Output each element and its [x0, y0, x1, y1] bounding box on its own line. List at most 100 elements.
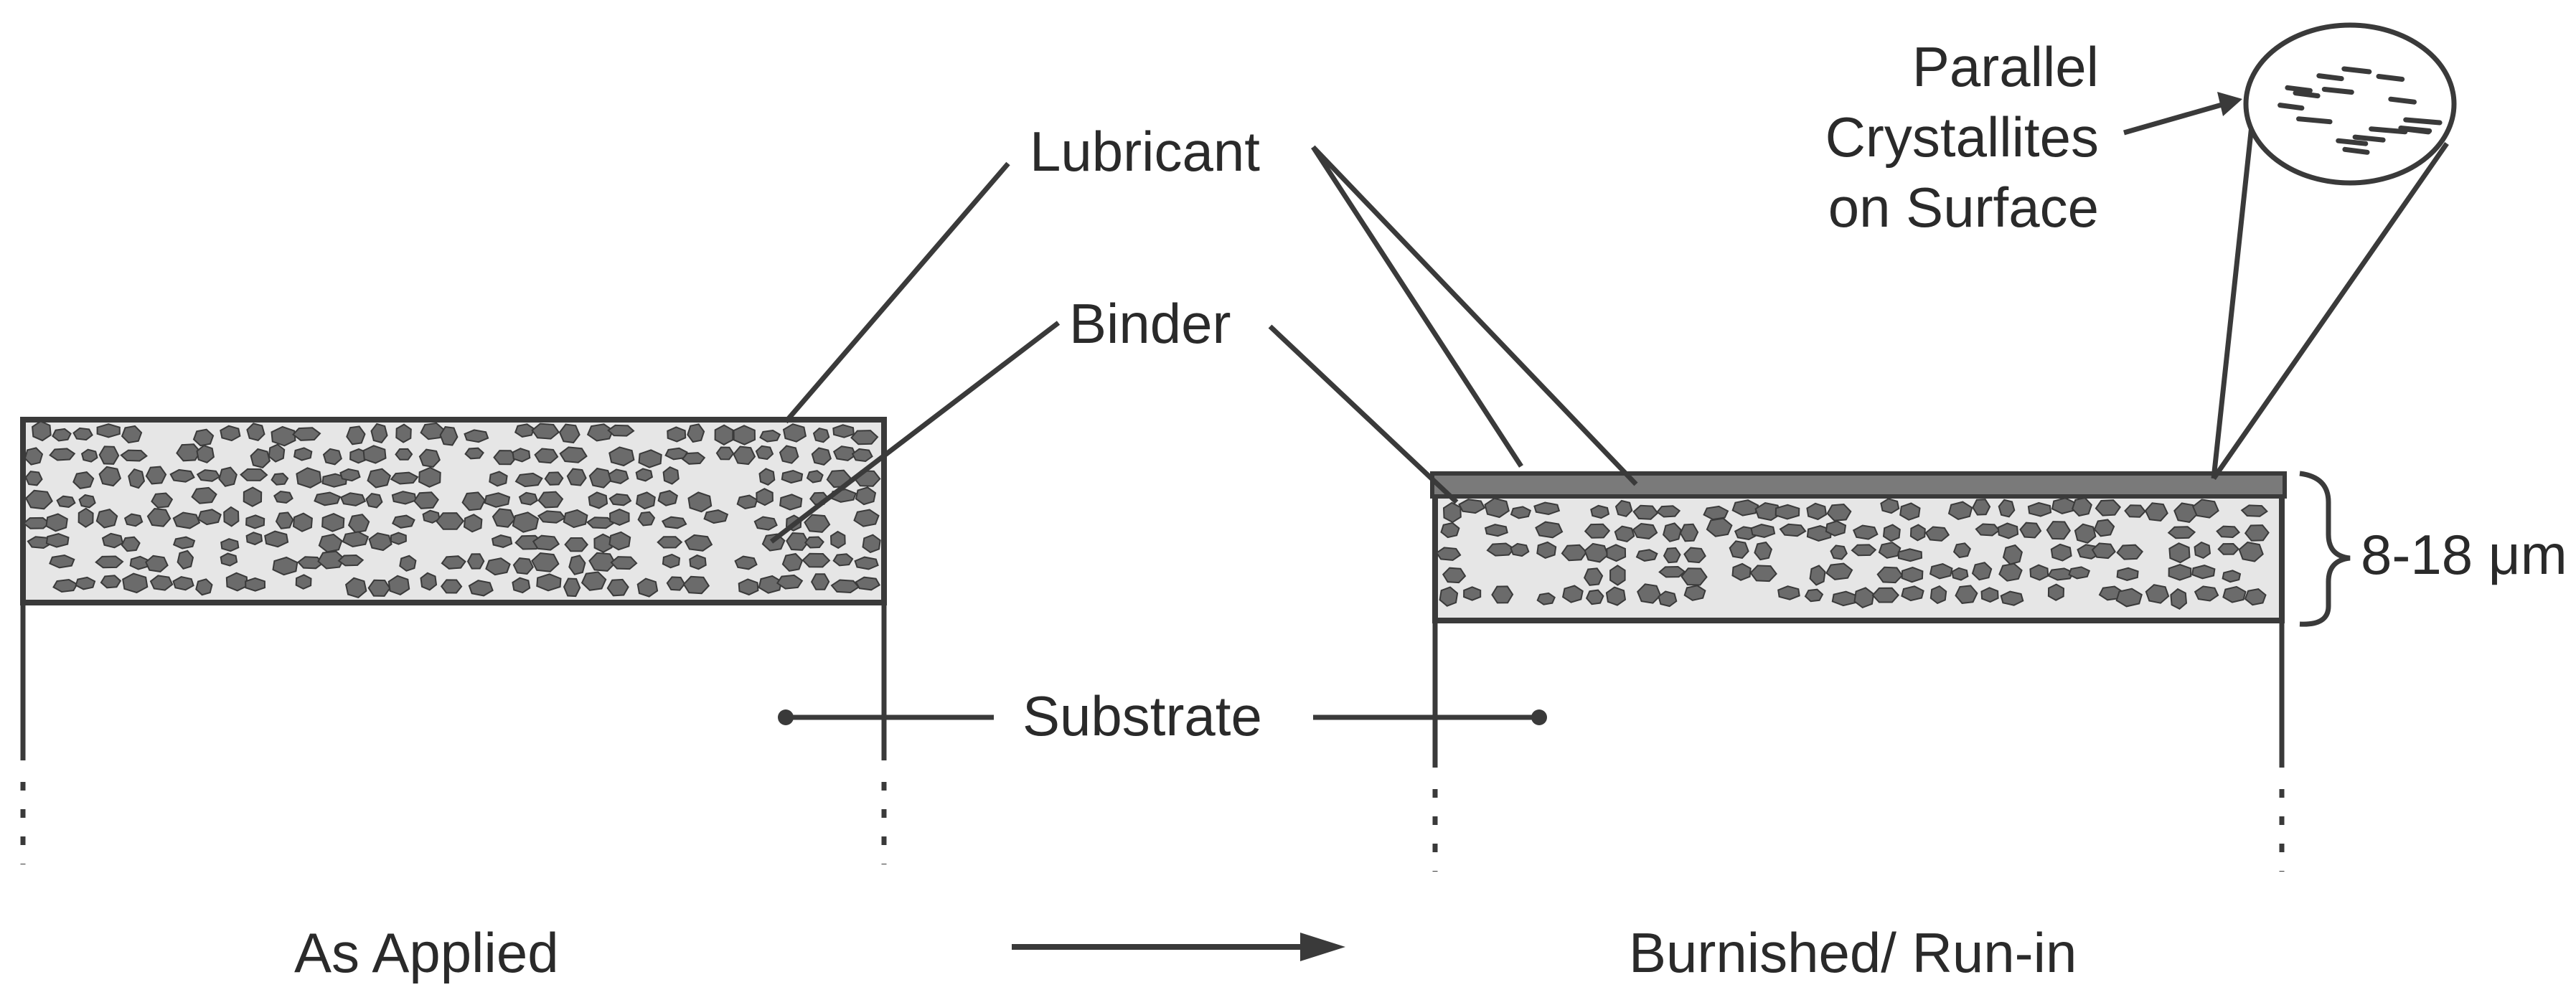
- particle: [387, 575, 410, 596]
- particle: [1510, 506, 1532, 519]
- particle: [1440, 522, 1460, 539]
- particle: [292, 427, 321, 441]
- particle: [1929, 585, 1947, 605]
- particle: [2222, 585, 2247, 603]
- particle: [1458, 499, 1486, 514]
- particle: [295, 574, 312, 590]
- particle: [2167, 526, 2196, 539]
- particle: [635, 468, 654, 482]
- particle: [339, 492, 367, 506]
- lubricant-label: Lubricant: [1030, 120, 1260, 183]
- particle: [1491, 585, 1514, 604]
- particle: [78, 494, 96, 509]
- particle: [606, 578, 629, 597]
- particle: [738, 578, 759, 596]
- particle: [1831, 590, 1858, 607]
- particle: [662, 553, 681, 569]
- particle: [1878, 542, 1902, 559]
- particle: [537, 491, 564, 509]
- particle: [344, 577, 367, 599]
- particle: [439, 426, 459, 446]
- particle: [1536, 541, 1557, 559]
- particle: [1998, 562, 2023, 582]
- particle: [755, 445, 774, 461]
- particle: [1442, 567, 1467, 584]
- particle: [337, 554, 365, 567]
- particle: [395, 448, 413, 461]
- particle: [100, 575, 122, 589]
- particle: [1749, 565, 1777, 582]
- particle: [322, 448, 342, 466]
- particle: [2000, 590, 2024, 606]
- particle: [753, 516, 778, 531]
- particle: [77, 507, 94, 528]
- as-applied-label: As Applied: [294, 921, 559, 984]
- particle: [2168, 542, 2191, 564]
- particle: [850, 430, 879, 445]
- particle: [687, 491, 713, 513]
- particle: [1825, 520, 1847, 537]
- particle: [128, 468, 146, 489]
- particle: [2173, 502, 2198, 523]
- particle: [220, 552, 238, 567]
- parallel-crystallites-line3: on Surface: [1828, 176, 2099, 239]
- particle: [1463, 586, 1482, 601]
- substrate-indicator: [778, 709, 1547, 725]
- particle: [1971, 562, 1993, 581]
- particle: [493, 450, 517, 466]
- particle: [271, 473, 289, 486]
- particle: [436, 512, 465, 530]
- particle: [2046, 521, 2072, 540]
- particle: [1826, 503, 1852, 522]
- particle: [2124, 504, 2146, 518]
- particle: [512, 511, 540, 533]
- particle: [812, 428, 830, 443]
- particle: [80, 448, 98, 463]
- particle: [196, 444, 215, 463]
- particle: [392, 514, 415, 529]
- particle: [1901, 566, 1924, 583]
- particle: [362, 445, 387, 464]
- particle: [1703, 505, 1729, 521]
- particle: [1605, 586, 1627, 606]
- crystallite: [2369, 126, 2408, 135]
- particle: [418, 448, 441, 468]
- particle: [779, 494, 803, 511]
- crystallite: [2293, 90, 2321, 99]
- particle: [580, 571, 607, 591]
- particle: [2115, 588, 2143, 608]
- particle: [145, 466, 167, 485]
- particle: [862, 534, 881, 554]
- particle: [1442, 501, 1462, 524]
- particle: [531, 423, 560, 440]
- particle: [1777, 585, 1800, 600]
- particle: [145, 555, 169, 572]
- particle: [586, 423, 614, 442]
- particle: [122, 572, 149, 594]
- particle: [1947, 501, 1973, 520]
- particle: [45, 513, 68, 532]
- particle: [1731, 562, 1752, 581]
- particle: [563, 509, 588, 529]
- particle: [1683, 547, 1706, 564]
- particle: [1584, 542, 1609, 563]
- particle: [1830, 544, 1848, 560]
- particle: [121, 536, 141, 552]
- particle: [121, 425, 143, 444]
- particle: [666, 576, 686, 591]
- particle: [45, 532, 70, 548]
- particle: [2072, 496, 2092, 517]
- particle: [734, 555, 758, 570]
- particle: [1929, 562, 1953, 580]
- particle: [662, 466, 680, 485]
- particle: [637, 511, 656, 527]
- parallel-crystallites-line1: Parallel: [1912, 35, 2099, 98]
- particle: [339, 468, 361, 482]
- burnished-substrate-edges: [1432, 621, 2285, 872]
- particle: [810, 573, 830, 590]
- particle: [1609, 565, 1626, 586]
- particle: [1955, 585, 1978, 604]
- particle: [463, 514, 483, 533]
- particle: [829, 530, 846, 549]
- particle: [2194, 585, 2219, 602]
